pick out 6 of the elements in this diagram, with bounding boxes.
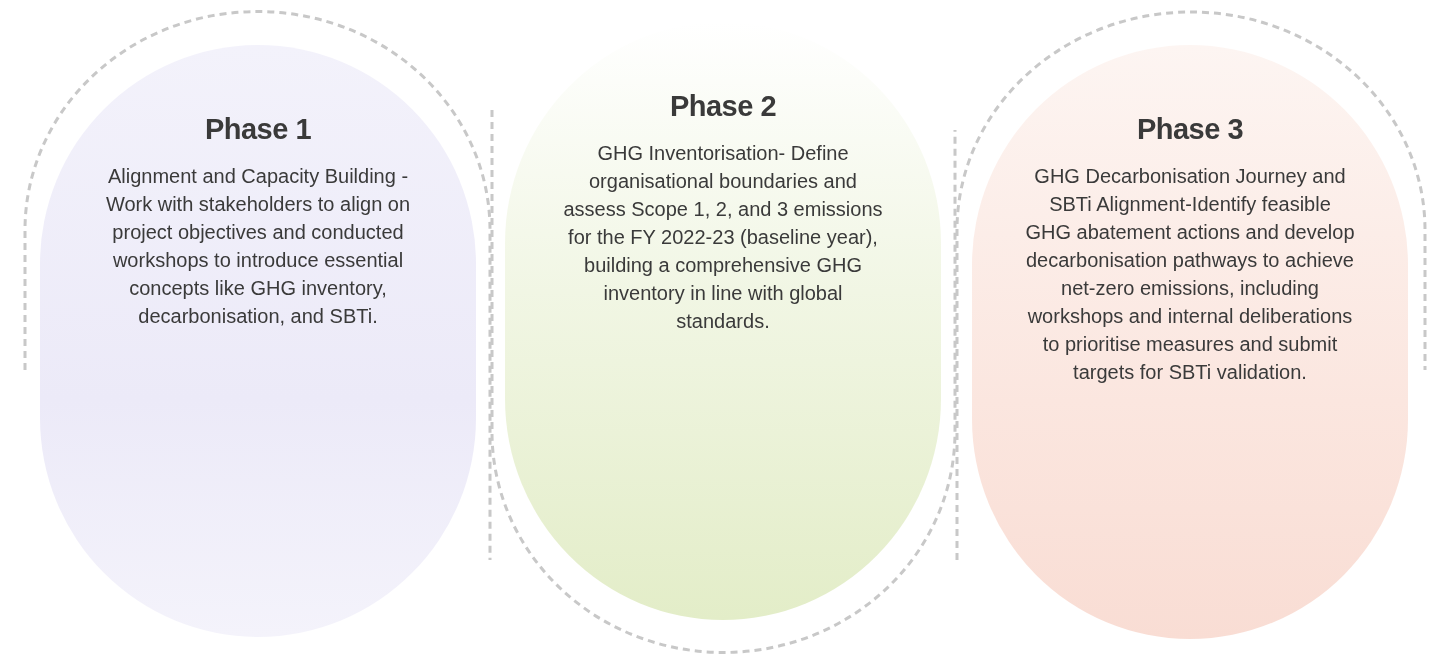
phase-description: GHG Inventorisation- Define organisational boundaries and assess Scope 1, 2, and 3 emissions for the FY 2022-23 (baseline year), building a comprehensive GHG inventory in line with global standards. [562,141,884,334]
phase-heading: Phase 3 [1136,113,1244,146]
phase-heading: Phase 1 [204,113,312,146]
phase-heading: Phase 2 [669,90,777,123]
phase-description: Alignment and Capacity Building -Work with stakeholders to align on project objectives and conducted workshops to introduce essential concepts like GHG inventory, decarbonisation, and SBTi. [104,164,412,329]
phase-description: GHG Decarbonisation Journey and SBTi Alignment-Identify feasible GHG abatement actions and develop decarbonisation pathways to achieve net-zero emissions, including workshops and internal deliberations to prioritise measures and submit targets for SBTi validation. [1025,164,1355,385]
